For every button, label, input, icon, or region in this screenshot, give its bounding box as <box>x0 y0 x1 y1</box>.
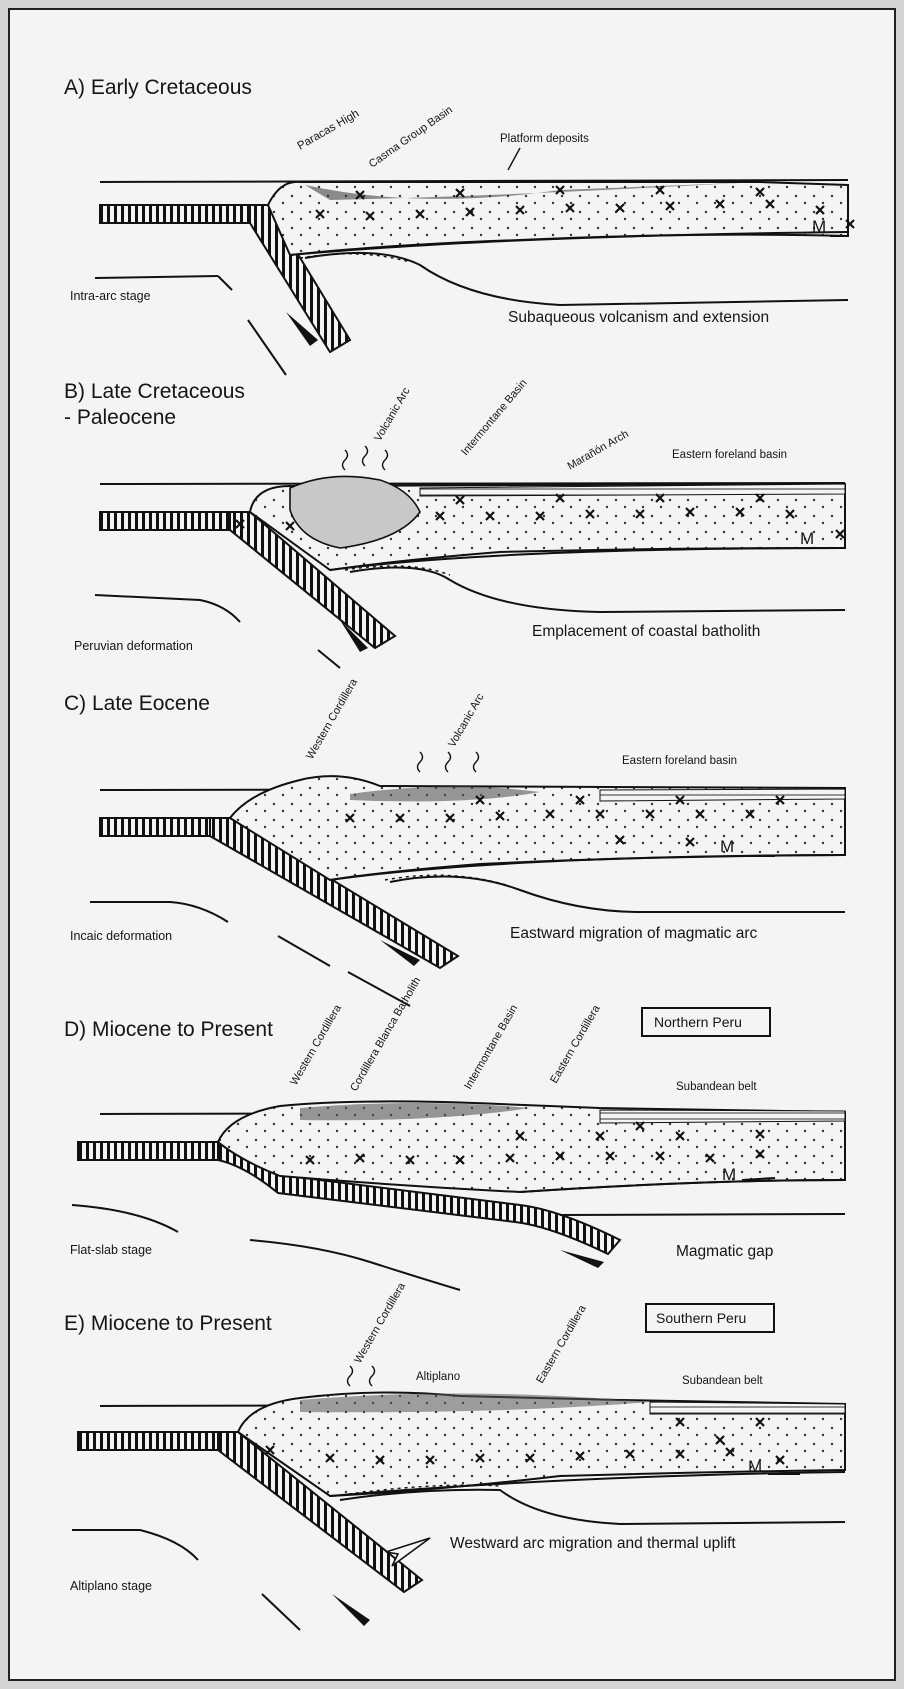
fumaroles-e <box>348 1366 375 1386</box>
moho-label-a: M <box>812 217 826 236</box>
stage-label-b: Peruvian deformation <box>74 639 193 653</box>
label-paracas-high: Paracas High <box>296 108 362 153</box>
caption-b: Emplacement of coastal batholith <box>532 623 760 640</box>
caption-e: Westward arc migration and thermal uplif… <box>450 1535 736 1552</box>
panel-e-title: E) Miocene to Present <box>64 1312 272 1335</box>
label-eastern-foreland-c: Eastern foreland basin <box>622 755 737 767</box>
label-casma-basin: Casma Group Basin <box>367 104 455 171</box>
label-western-cordillera-c: Western Cordillera <box>304 676 360 761</box>
panel-a-title: A) Early Cretaceous <box>64 76 252 99</box>
panel-a: A) Early Cretaceous M Paraca <box>64 76 854 375</box>
label-intermontane-basin-b: Intermontane Basin <box>459 377 530 458</box>
fumaroles-c <box>418 752 479 772</box>
panel-c: C) Late Eocene M Western Cordillera Volc… <box>64 676 845 1006</box>
caption-c: Eastward migration of magmatic arc <box>510 925 757 942</box>
label-eastern-foreland-b: Eastern foreland basin <box>672 449 787 461</box>
panel-b: B) Late Cretaceous - Paleocene M Volcani… <box>64 377 845 668</box>
label-western-cordillera-e: Western Cordillera <box>352 1280 408 1365</box>
label-eastern-cordillera-d: Eastern Cordillera <box>548 1002 603 1085</box>
label-intermontane-basin-d: Intermontane Basin <box>462 1003 520 1092</box>
label-volcanic-arc-b: Volcanic Arc <box>372 385 413 443</box>
oceanic-plate <box>100 205 250 223</box>
stage-label-d: Flat-slab stage <box>70 1243 152 1257</box>
stage-label-a: Intra-arc stage <box>70 289 151 303</box>
stage-label-c: Incaic deformation <box>70 929 172 943</box>
label-eastern-cordillera-e: Eastern Cordillera <box>534 1302 589 1385</box>
stage-label-e: Altiplano stage <box>70 1579 152 1593</box>
label-platform-deposits: Platform deposits <box>500 133 589 145</box>
caption-d: Magmatic gap <box>676 1243 773 1260</box>
label-altiplano: Altiplano <box>416 1371 460 1383</box>
panel-d: D) Miocene to Present Northern Peru M We… <box>64 975 845 1290</box>
region-label-d: Northern Peru <box>654 1014 742 1030</box>
caption-a: Subaqueous volcanism and extension <box>508 309 769 326</box>
moho-label-d: M <box>722 1165 736 1184</box>
region-label-e: Southern Peru <box>656 1310 746 1326</box>
label-western-cordillera-d: Western Cordillera <box>288 1002 344 1087</box>
panel-c-title: C) Late Eocene <box>64 692 210 715</box>
panel-e: E) Miocene to Present Southern Peru M We… <box>64 1280 845 1630</box>
panel-d-title: D) Miocene to Present <box>64 1018 273 1041</box>
panel-b-title-line2: - Paleocene <box>64 406 176 429</box>
moho-label-c: M <box>720 837 734 856</box>
fumaroles-b <box>343 446 388 470</box>
moho-label-e: M <box>748 1457 762 1476</box>
label-maranon-arch: Marañón Arch <box>566 428 631 473</box>
label-volcanic-arc-c: Volcanic Arc <box>446 691 487 749</box>
label-subandean-belt-e: Subandean belt <box>682 1375 763 1387</box>
panel-b-title: B) Late Cretaceous <box>64 380 245 403</box>
label-subandean-belt-d: Subandean belt <box>676 1081 757 1093</box>
moho-label-b: M <box>800 529 814 548</box>
